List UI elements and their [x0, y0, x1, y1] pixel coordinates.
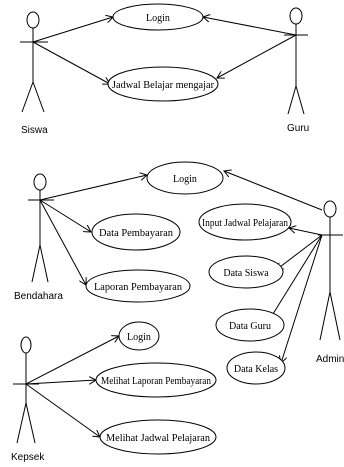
association-admin-login: [224, 171, 323, 211]
stick-figure-icon: [20, 11, 48, 113]
usecase-data-kelas: Data Kelas: [226, 351, 286, 385]
usecase-label: Login: [146, 13, 170, 24]
actor-label: Siswa: [21, 125, 48, 136]
usecase-label: Input Jadwal Pelajaran: [202, 218, 288, 229]
usecase-data-pembayaran: Data Pembayaran: [91, 213, 181, 251]
association-admin-input-jadwal: [289, 228, 323, 236]
usecase-label: Login: [173, 174, 197, 185]
actor-guru: Guru: [284, 7, 309, 134]
usecase-jadwal-belajar-mengajar: Jadwal Belajar mengajar: [107, 66, 219, 102]
usecase-login-3: Login: [118, 321, 160, 351]
usecase-label: Login: [127, 332, 151, 343]
association-bendahara-login: [39, 175, 147, 201]
association-kepsek-melihat-jadwal: [25, 383, 100, 437]
stick-figure-icon: [318, 200, 343, 341]
association-admin-data-guru: [268, 234, 323, 322]
usecase-melihat-laporan-pembayaran: Melihat Laporan Pembayaran: [95, 362, 217, 398]
actor-label: Admin: [316, 354, 344, 365]
actor-label: Bendahara: [14, 291, 63, 302]
associations: [25, 17, 323, 437]
usecase-login-2: Login: [146, 161, 224, 195]
actor-admin: Admin: [316, 200, 344, 365]
usecase-data-guru: Data Guru: [215, 308, 285, 342]
usecase-label: Data Guru: [229, 321, 271, 332]
usecase-label: Melihat Jadwal Pelajaran: [106, 433, 210, 444]
usecase-melihat-jadwal-pelajaran: Melihat Jadwal Pelajaran: [99, 419, 217, 455]
actor-bendahara: Bendahara: [14, 173, 63, 302]
association-siswa-jadwal: [32, 41, 110, 84]
association-kepsek-melihat-laporan: [25, 380, 96, 385]
actor-siswa: Siswa: [20, 11, 48, 136]
association-admin-data-siswa: [276, 234, 323, 270]
association-kepsek-login: [25, 336, 119, 385]
stick-figure-icon: [13, 336, 39, 444]
association-admin-data-kelas: [281, 234, 323, 363]
association-guru-jadwal: [217, 34, 297, 78]
usecase-login-1: Login: [112, 3, 204, 31]
usecase-laporan-pembayaran: Laporan Pembayaran: [85, 269, 191, 303]
actor-label: Guru: [287, 123, 309, 134]
association-siswa-login: [32, 17, 113, 43]
usecase-label: Data Kelas: [234, 364, 278, 375]
usecase-label: Laporan Pembayaran: [94, 282, 182, 293]
stick-figure-icon: [284, 7, 308, 115]
usecase-label: Data Siswa: [223, 268, 269, 279]
association-bendahara-data-pembayaran: [39, 199, 91, 232]
usecase-input-jadwal-pelajaran: Input Jadwal Pelajaran: [198, 203, 292, 241]
usecase-data-siswa: Data Siswa: [208, 255, 284, 289]
stick-figure-icon: [28, 173, 54, 283]
actor-label: Kepsek: [11, 452, 45, 463]
usecase-label: Melihat Laporan Pembayaran: [101, 376, 211, 387]
association-guru-login: [203, 17, 297, 36]
association-bendahara-laporan: [39, 199, 86, 285]
actor-kepsek: Kepsek: [11, 336, 45, 463]
usecase-label: Jadwal Belajar mengajar: [112, 80, 215, 91]
usecase-label: Data Pembayaran: [99, 228, 173, 239]
